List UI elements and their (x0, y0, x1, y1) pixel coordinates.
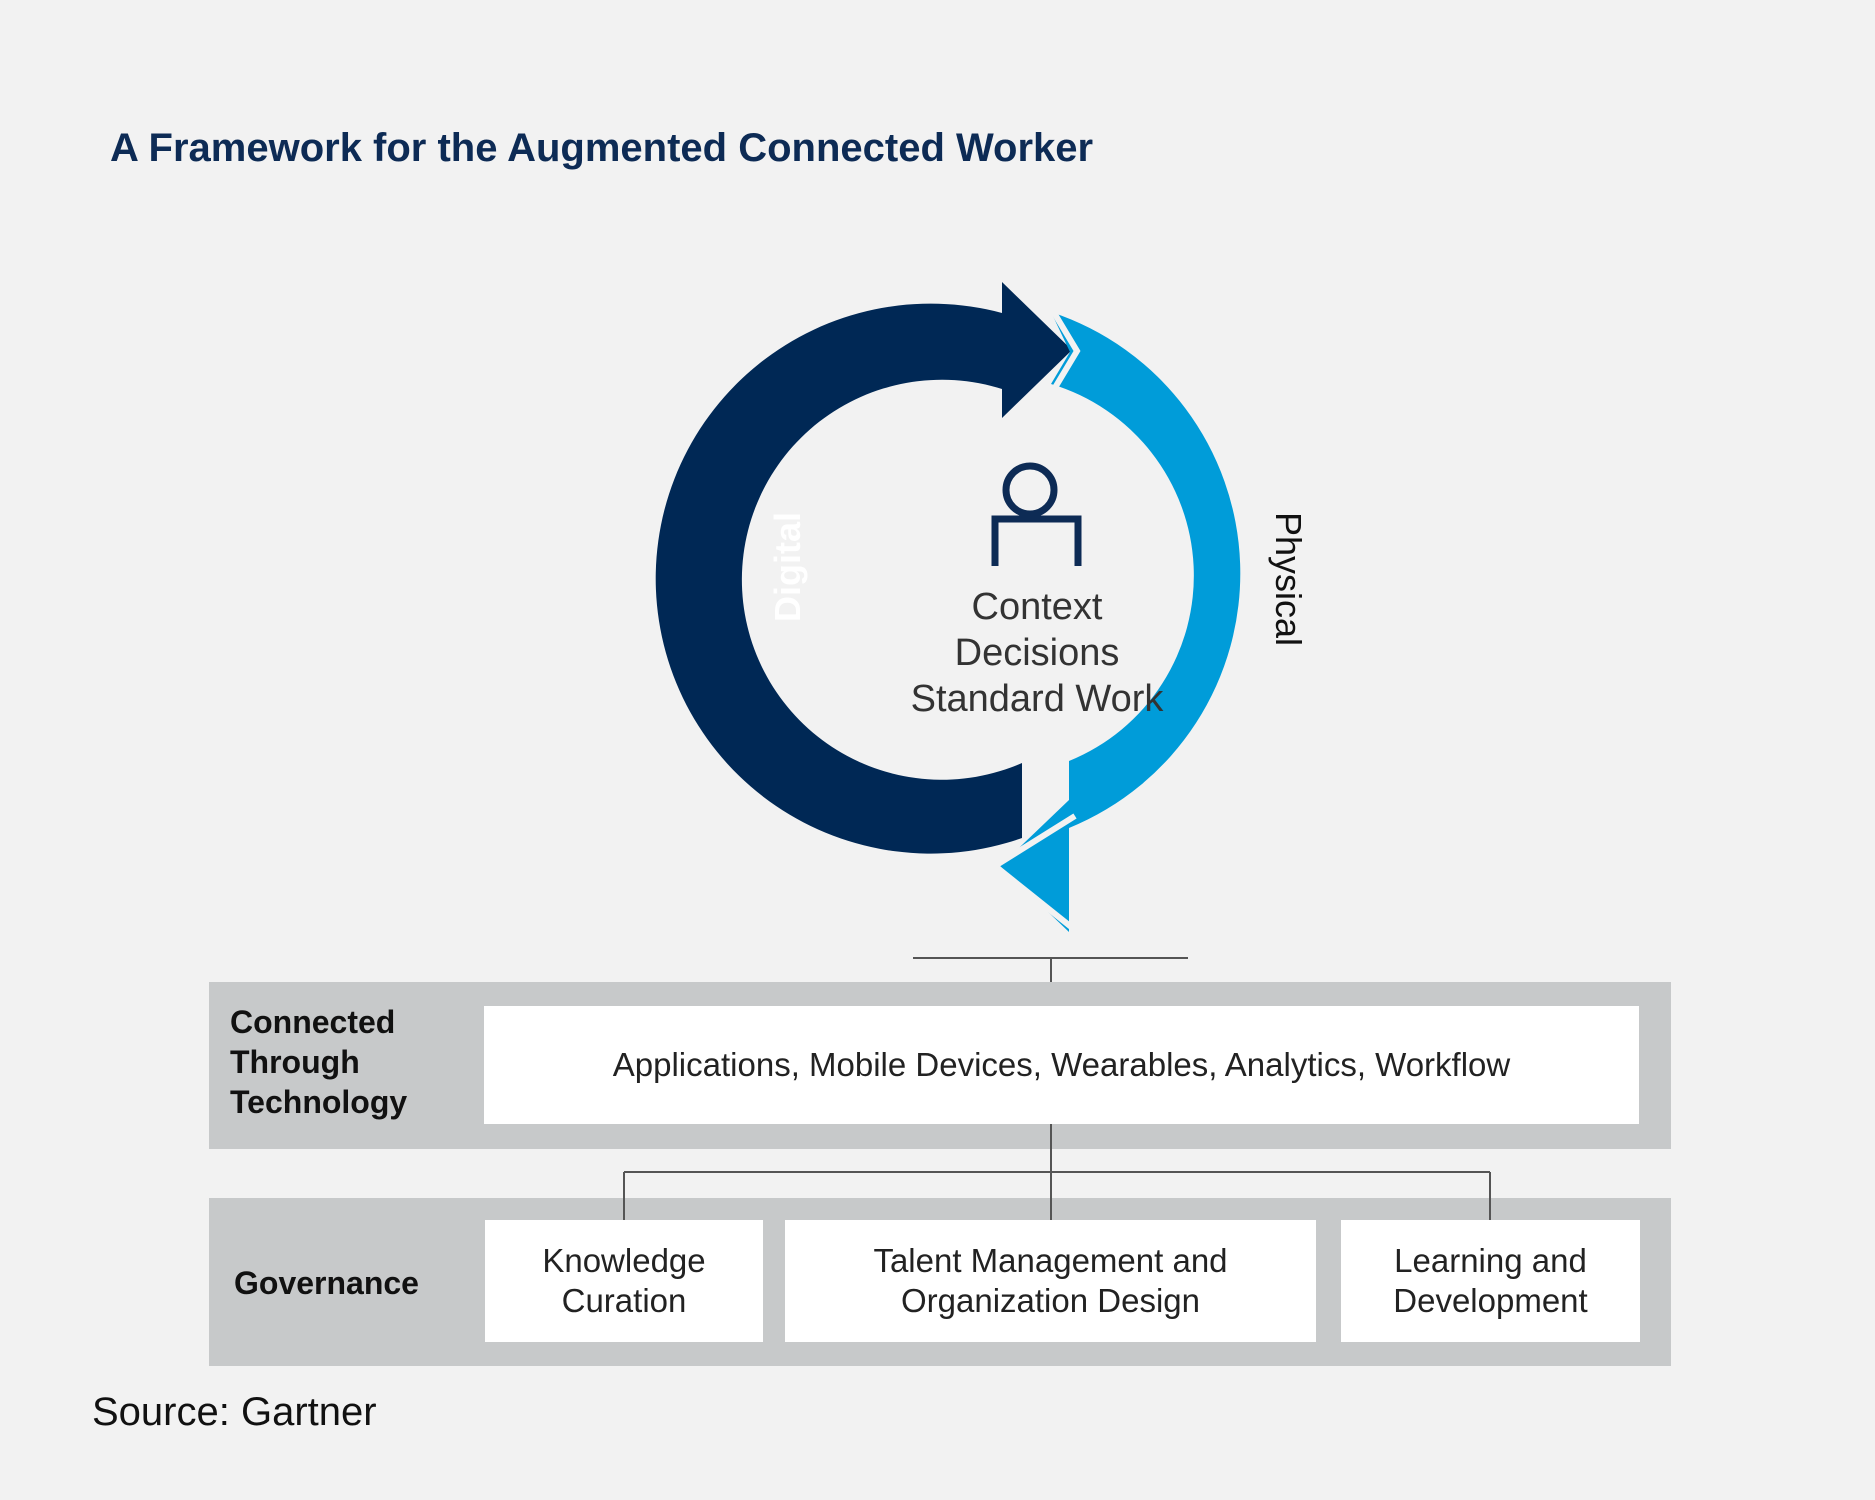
box-line: Curation (561, 1282, 687, 1319)
digital-arrow (655, 282, 1072, 854)
knowledge-curation-box: Knowledge Curation (485, 1220, 763, 1342)
box-line: Talent Management and (873, 1242, 1228, 1279)
talent-management-box: Talent Management and Organization Desig… (785, 1220, 1316, 1342)
center-line-decisions: Decisions (954, 632, 1120, 674)
cycle-center-text: Context Decisions Standard Work (837, 584, 1237, 722)
diagram-title: A Framework for the Augmented Connected … (110, 126, 1094, 170)
physical-label-text: Physical (1268, 512, 1309, 646)
box-line: Learning and (1394, 1242, 1587, 1279)
technology-box: Applications, Mobile Devices, Wearables,… (484, 1006, 1639, 1124)
technology-band-label: Connected Through Technology (230, 1002, 407, 1122)
cycle-diagram: Digital Physical (655, 282, 1309, 1000)
technology-box-text: Applications, Mobile Devices, Wearables,… (612, 1046, 1511, 1083)
governance-band-label: Governance (234, 1265, 419, 1301)
box-line: Knowledge (542, 1242, 706, 1279)
box-line: Development (1393, 1282, 1588, 1319)
source-credit: Source: Gartner (92, 1390, 377, 1434)
person-icon (991, 462, 1082, 566)
tech-label-line: Technology (230, 1084, 408, 1120)
tech-label-line: Through (230, 1044, 360, 1080)
physical-label: Physical (1268, 512, 1309, 646)
center-line-context: Context (971, 586, 1103, 628)
center-line-standard-work: Standard Work (910, 678, 1164, 720)
box-line: Organization Design (900, 1282, 1200, 1319)
physical-arrow (1000, 312, 1241, 932)
learning-development-box: Learning and Development (1341, 1220, 1640, 1342)
tech-label-line: Connected (230, 1004, 396, 1040)
digital-label-text: Digital (767, 512, 808, 622)
digital-label: Digital (767, 512, 808, 622)
